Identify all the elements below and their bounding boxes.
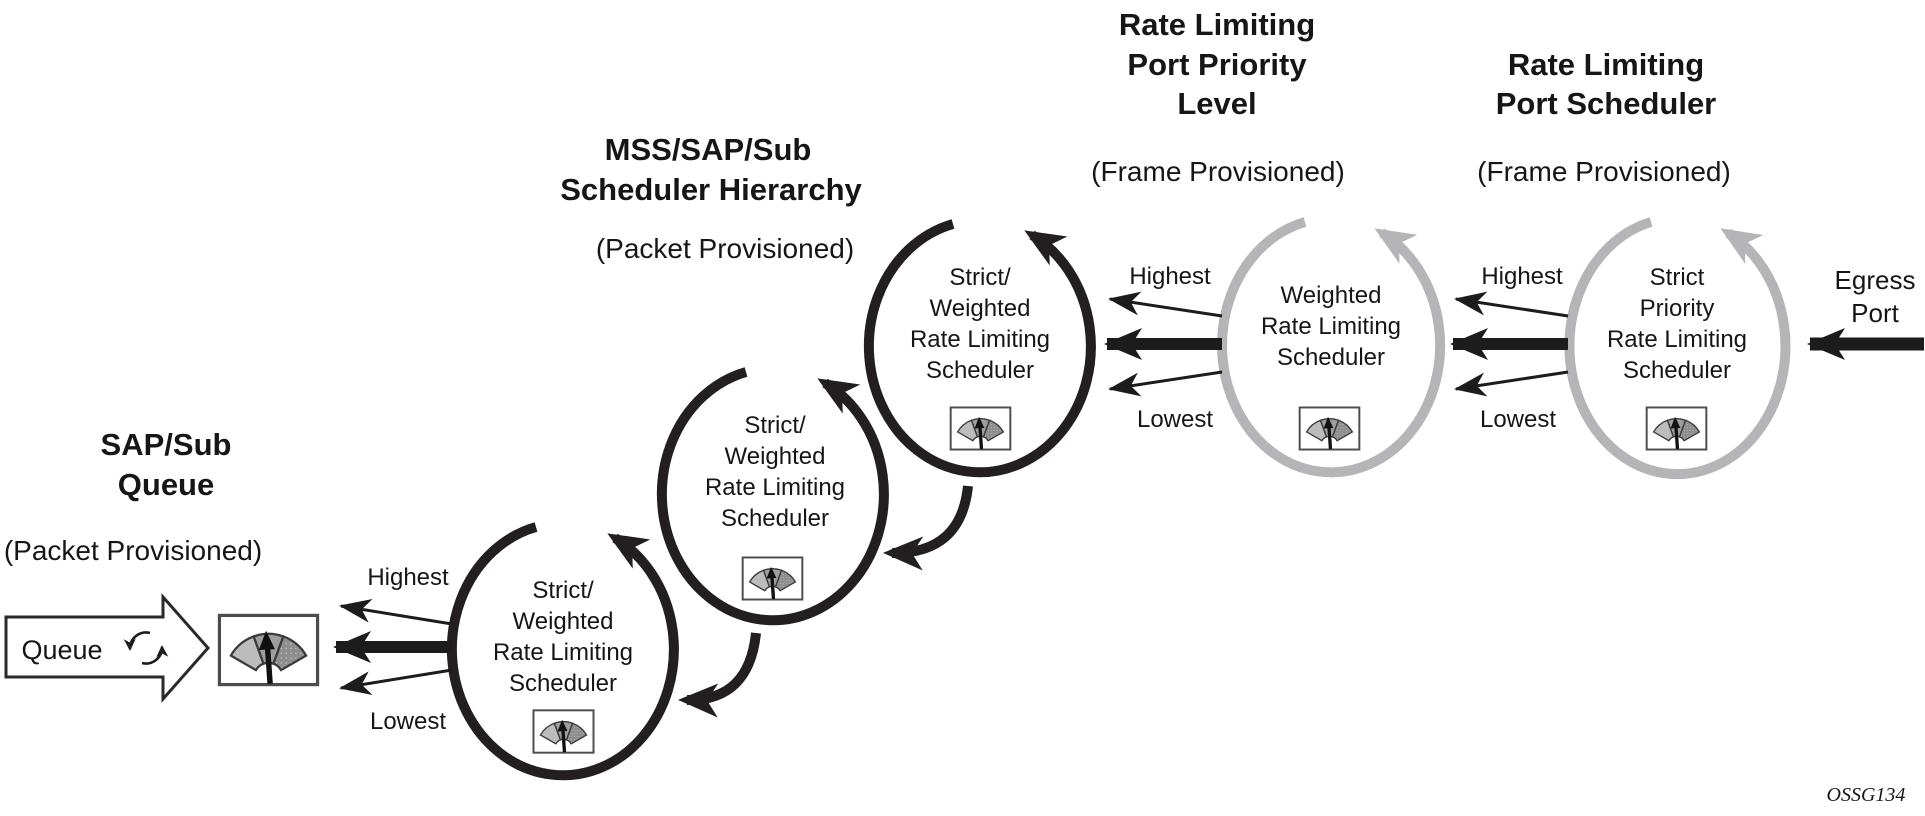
scheduler-tier3: Strict/ Weighted Rate Limiting Scheduler — [863, 219, 1096, 478]
scheduler-label: Scheduler — [1277, 344, 1385, 371]
scheduler-label: Scheduler — [1623, 357, 1731, 384]
subtitle-mss: (Packet Provisioned) — [596, 233, 854, 264]
priority-arrows-queue: Highest Lowest — [333, 564, 453, 735]
title-mss-line2: Scheduler Hierarchy — [560, 172, 862, 207]
scheduler-label: Weighted — [513, 608, 614, 635]
scheduler-label: Weighted — [1281, 282, 1382, 309]
highest-label: Highest — [1481, 263, 1563, 290]
scheduler-label: Rate Limiting — [493, 639, 633, 666]
queue-label: Queue — [21, 635, 102, 665]
lowest-label: Lowest — [1480, 406, 1556, 433]
rate-gauge-icon — [1298, 406, 1361, 451]
scheduler-label: Strict/ — [744, 412, 806, 439]
scheduler-label: Scheduler — [721, 505, 829, 532]
highest-priority-arrow — [1108, 291, 1223, 318]
port-priority-scheduler: Weighted Rate Limiting Scheduler — [1217, 217, 1446, 478]
port-scheduler: Strict Priority Rate Limiting Scheduler — [1564, 217, 1791, 480]
figure-code: OSSG134 — [1827, 784, 1906, 806]
subtitle-port-priority: (Frame Provisioned) — [1091, 156, 1345, 187]
section-sap-queue-header: SAP/Sub Queue (Packet Provisioned) — [4, 427, 262, 566]
rate-gauge-icon — [532, 708, 595, 755]
queue-block: Queue — [4, 593, 318, 703]
scheduler-label: Strict/ — [532, 577, 594, 604]
title-port-priority-line2: Port Priority — [1127, 47, 1307, 82]
scheduler-label: Strict — [1650, 264, 1705, 291]
scheduler-label: Scheduler — [509, 670, 617, 697]
title-port-scheduler-line2: Port Scheduler — [1496, 86, 1717, 121]
queue-rate-gauge-icon — [219, 615, 317, 684]
title-sap-queue-line1: SAP/Sub — [101, 427, 232, 462]
title-sap-queue-line2: Queue — [118, 467, 214, 502]
scheduler-label: Weighted — [725, 443, 826, 470]
section-mss-hierarchy-header: MSS/SAP/Sub Scheduler Hierarchy (Packet … — [560, 132, 862, 264]
highest-priority-arrow — [1454, 291, 1569, 318]
highest-label: Highest — [1129, 263, 1211, 290]
scheduler-label: Strict/ — [949, 264, 1011, 291]
title-port-priority-line3: Level — [1177, 86, 1256, 121]
title-mss-line1: MSS/SAP/Sub — [605, 132, 812, 167]
lowest-label: Lowest — [370, 708, 446, 735]
highest-label: Highest — [367, 564, 449, 591]
subtitle-port-scheduler: (Frame Provisioned) — [1477, 156, 1731, 187]
queue-cycle-icon — [123, 631, 169, 665]
egress-port: Egress Port — [1807, 265, 1924, 360]
subtitle-sap-queue: (Packet Provisioned) — [4, 535, 262, 566]
egress-port-label-line1: Egress — [1835, 265, 1916, 295]
scheduler-label: Rate Limiting — [910, 326, 1050, 353]
scheduler-loop-arrow — [863, 219, 1096, 478]
cascade-arrow-tier3-to-tier2 — [883, 485, 973, 571]
highest-priority-arrow — [339, 598, 453, 626]
queue-arrow-shape — [4, 593, 211, 703]
rate-gauge-icon — [1645, 406, 1708, 451]
scheduler-loop-arrow — [1564, 217, 1791, 480]
scheduler-label: Rate Limiting — [1607, 326, 1747, 353]
lowest-priority-arrow — [1108, 370, 1223, 397]
scheduler-tier2: Strict/ Weighted Rate Limiting Scheduler — [656, 367, 889, 626]
priority-arrows-port-scheduler: Highest Lowest — [1450, 263, 1569, 433]
egress-port-label-line2: Port — [1851, 298, 1899, 328]
scheduler-loop-arrow — [656, 367, 889, 626]
scheduler-label: Weighted — [930, 295, 1031, 322]
scheduler-label: Rate Limiting — [705, 474, 845, 501]
scheduler-label: Rate Limiting — [1261, 313, 1401, 340]
priority-arrows-port-priority: Highest Lowest — [1104, 263, 1223, 433]
lowest-label: Lowest — [1137, 406, 1213, 433]
rate-gauge-icon — [949, 406, 1012, 451]
title-port-scheduler-line1: Rate Limiting — [1508, 47, 1704, 82]
scheduler-loop-arrow — [1217, 217, 1446, 478]
scheduler-loop-arrow — [446, 522, 679, 781]
lowest-priority-arrow — [339, 668, 453, 696]
scheduler-label: Scheduler — [926, 357, 1034, 384]
title-port-priority-line1: Rate Limiting — [1119, 7, 1315, 42]
section-port-scheduler-header: Rate Limiting Port Scheduler (Frame Prov… — [1477, 47, 1731, 187]
lowest-priority-arrow — [1454, 370, 1569, 397]
rate-gauge-icon — [741, 556, 804, 601]
cascade-arrow-tier2-to-tier1 — [678, 632, 761, 718]
scheduler-tier1: Strict/ Weighted Rate Limiting Scheduler — [446, 522, 679, 781]
section-port-priority-header: Rate Limiting Port Priority Level (Frame… — [1091, 7, 1345, 187]
scheduler-label: Priority — [1640, 295, 1715, 322]
